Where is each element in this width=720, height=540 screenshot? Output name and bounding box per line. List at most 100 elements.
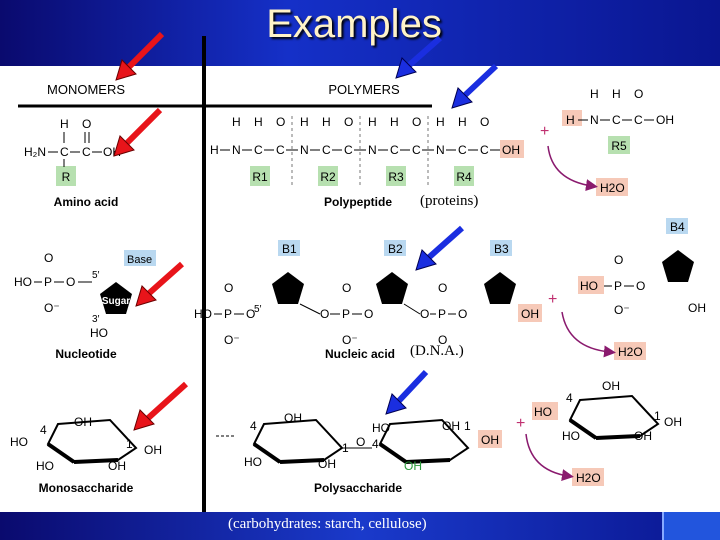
svg-text:O: O [636,279,645,293]
svg-text:B2: B2 [388,242,403,256]
svg-text:O: O [438,281,447,295]
svg-text:OH: OH [688,301,706,315]
red-arrow-2 [113,107,163,157]
svg-text:OH: OH [442,419,460,433]
svg-text:C: C [480,143,489,157]
svg-text:O: O [364,307,373,321]
svg-text:H: H [458,115,467,129]
monosaccharide-label: Monosaccharide [39,481,134,495]
svg-text:C: C [254,143,263,157]
polysaccharide-label: Polysaccharide [314,481,402,495]
nucleotide-reactant: + HO P O OO⁻ B4 OH H2O [548,218,706,360]
svg-text:OH: OH [664,415,682,429]
svg-text:O: O [480,115,489,129]
svg-text:OH: OH [481,433,499,447]
svg-text:C: C [60,145,69,159]
svg-text:OH: OH [144,443,162,457]
svg-text:H₂N: H₂N [24,145,46,159]
svg-text:H: H [368,115,377,129]
blue-arrow-1 [395,35,442,79]
svg-text:H: H [254,115,263,129]
svg-text:O: O [356,435,365,449]
slide-corner-box [662,512,720,540]
svg-text:O⁻: O⁻ [224,333,240,347]
blue-arrow-3 [415,225,464,271]
svg-text:HO: HO [244,455,262,469]
svg-text:B3: B3 [494,242,509,256]
svg-text:N: N [232,143,241,157]
red-arrow-3 [135,261,184,307]
svg-text:4: 4 [250,419,257,433]
svg-text:P: P [224,307,232,321]
svg-text:4: 4 [372,437,379,451]
svg-text:O: O [246,307,255,321]
svg-text:O: O [82,117,91,131]
svg-text:O: O [44,251,53,265]
svg-text:1: 1 [126,437,133,451]
svg-text:H: H [60,117,69,131]
svg-text:HO: HO [562,429,580,443]
svg-text:OH: OH [502,143,520,157]
svg-text:HO: HO [14,275,32,289]
svg-text:HO: HO [534,405,552,419]
svg-text:C: C [82,145,91,159]
svg-text:R3: R3 [388,170,404,184]
red-arrows [113,31,189,431]
svg-text:O: O [224,281,233,295]
svg-text:OH: OH [284,411,302,425]
svg-text:C: C [634,113,643,127]
svg-text:HO: HO [580,279,598,293]
svg-text:O⁻: O⁻ [614,303,630,317]
svg-text:P: P [44,275,52,289]
amino-acid-label: Amino acid [54,195,119,209]
svg-text:1: 1 [464,419,471,433]
svg-text:HO: HO [90,326,108,340]
svg-text:O: O [342,281,351,295]
r-group-box [56,166,76,186]
svg-text:+: + [516,415,525,432]
slide-title: Examples [266,2,442,46]
svg-text:C: C [322,143,331,157]
svg-text:H: H [232,115,241,129]
svg-text:OH: OH [318,457,336,471]
svg-text:3′: 3′ [92,314,100,325]
svg-text:N: N [368,143,377,157]
svg-text:O: O [438,333,447,347]
svg-text:OH: OH [521,307,539,321]
svg-text:OH: OH [108,459,126,473]
water-product-1: H2O [600,181,625,195]
svg-text:O: O [412,115,421,129]
svg-text:4: 4 [566,391,573,405]
svg-text:O: O [614,253,623,267]
svg-text:H: H [590,87,599,101]
svg-text:P: P [438,307,446,321]
blue-arrow-4 [385,369,429,415]
svg-text:H: H [390,115,399,129]
svg-text:H: H [436,115,445,129]
annotation-dna: (D.N.A.) [410,343,464,359]
red-arrow-1 [115,31,165,81]
svg-text:H: H [566,113,575,127]
monomers-header: MONOMERS [47,82,125,97]
svg-text:N: N [436,143,445,157]
svg-text:OH: OH [634,429,652,443]
svg-text:N: N [590,113,599,127]
svg-text:5′: 5′ [254,304,262,315]
polypeptide-label: Polypeptide [324,195,392,209]
svg-text:C: C [344,143,353,157]
svg-text:HO: HO [372,421,390,435]
amino-acid-structure: R H₂N C C OH H O [24,117,121,186]
svg-text:OH: OH [602,379,620,393]
svg-text:HO: HO [36,459,54,473]
svg-text:P: P [614,279,622,293]
svg-text:R2: R2 [320,170,336,184]
sugar-label: Sugar [102,296,130,307]
svg-text:O⁻: O⁻ [44,301,60,315]
svg-text:C: C [612,113,621,127]
nucleotide-structure: HO P O OO⁻ 5′ Sugar Base 3′ HO [14,250,156,340]
svg-text:4: 4 [40,423,47,437]
